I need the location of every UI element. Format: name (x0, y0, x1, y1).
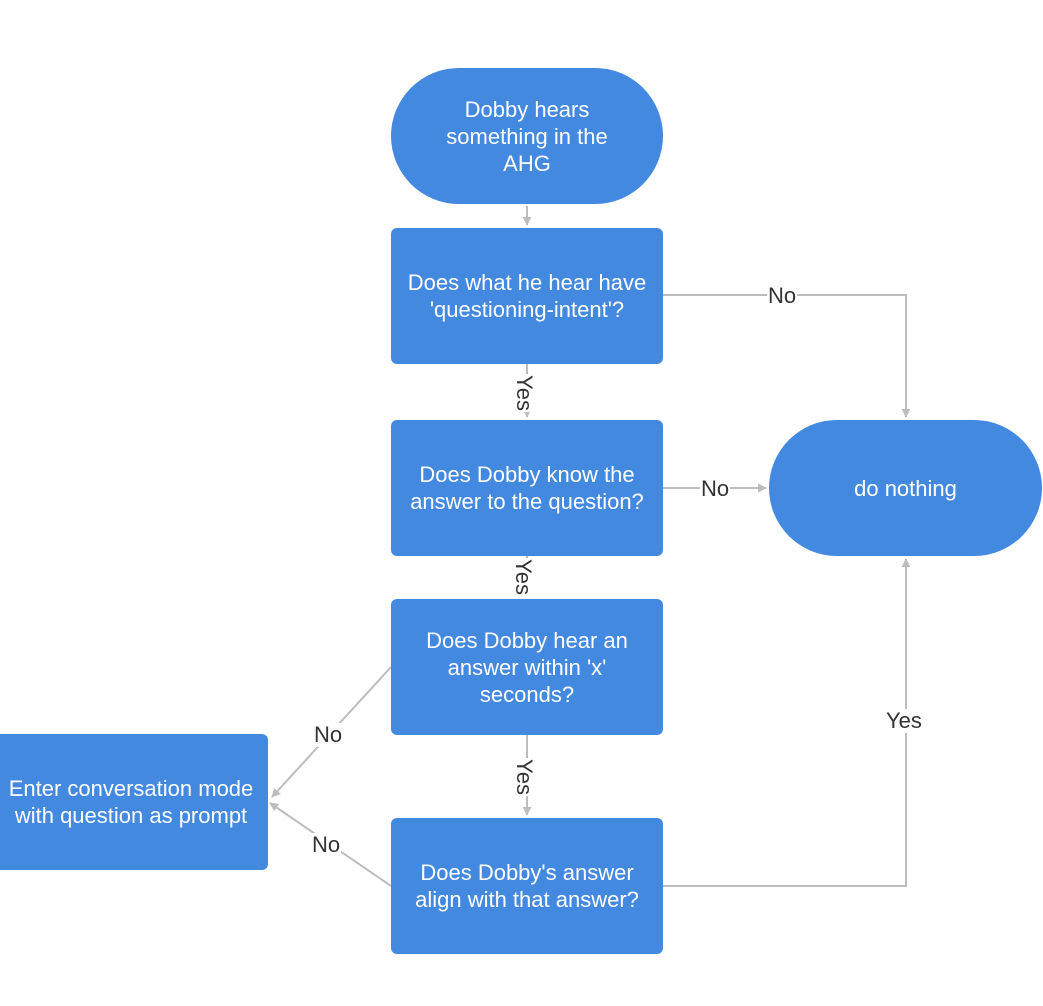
node-answer-align-label: Does Dobby's answer align with that answ… (415, 860, 639, 912)
node-know-answer: Does Dobby know the answer to the questi… (391, 420, 663, 556)
edge-label-intent-no: No (767, 283, 798, 308)
node-start: Dobby hears something in the AHG (391, 68, 663, 204)
node-questioning-intent: Does what he hear have 'questioning-inte… (391, 228, 663, 364)
node-know-answer-label: Does Dobby know the answer to the questi… (410, 462, 644, 514)
node-do-nothing: do nothing (769, 420, 1042, 556)
node-conversation-mode-label: Enter conversation mode with question as… (8, 776, 254, 828)
node-start-label: Dobby hears something in the AHG (446, 96, 608, 176)
node-conversation-mode: Enter conversation mode with question as… (0, 734, 268, 870)
edge-intent-no (663, 294, 911, 418)
edge-label-hear-no: No (313, 722, 344, 747)
node-hear-answer: Does Dobby hear an answer within 'x' sec… (391, 599, 663, 735)
edge-align-yes (663, 558, 911, 887)
node-questioning-intent-label: Does what he hear have 'questioning-inte… (407, 270, 647, 322)
edge-label-hear-yes: Yes (511, 758, 537, 796)
edge-label-know-no: No (700, 476, 731, 501)
edge-label-intent-yes: Yes (511, 374, 537, 412)
edge-label-know-yes: Yes (510, 558, 536, 596)
edge-label-align-yes: Yes (885, 708, 923, 733)
node-answer-align: Does Dobby's answer align with that answ… (391, 818, 663, 954)
node-hear-answer-label: Does Dobby hear an answer within 'x' sec… (426, 627, 628, 707)
edge-label-align-no: No (311, 832, 342, 857)
node-do-nothing-label: do nothing (854, 475, 957, 501)
